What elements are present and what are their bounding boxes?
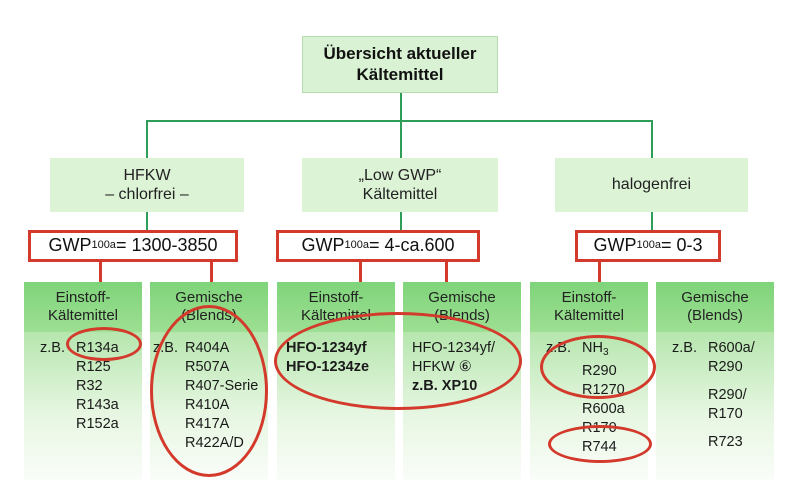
gwp-subscript: 100a [636, 239, 661, 252]
connector-root-down [400, 93, 402, 121]
example-prefix: z.B. [40, 340, 65, 356]
category-low-gwp-line1: „Low GWP“ [358, 166, 442, 184]
column-head-line1: Gemische [175, 289, 243, 306]
column-head-line2: Kältemittel [47, 307, 119, 324]
gwp-subscript: 100a [344, 239, 369, 252]
column-list-6: z.B. R600a/ R290 R290/ R170 R723 [672, 339, 772, 459]
refrigerant-item: R152a [76, 416, 119, 432]
highlight-ellipse-low-gwp [274, 312, 522, 410]
refrigerant-item: R600a/ [708, 340, 755, 356]
column-head-6: Gemische (Blends) [656, 282, 774, 332]
column-head-line2: Kältemittel [553, 307, 625, 324]
gwp-value: = 1300-3850 [115, 235, 218, 256]
highlight-ellipse-r744 [548, 425, 652, 463]
connector-cat1-to-gwp [146, 212, 148, 232]
gwp-label: GWP [593, 235, 637, 256]
root-title-line2: Kältemittel [356, 64, 444, 84]
column-head-5: Einstoff- Kältemittel [530, 282, 648, 332]
column-head-line1: Einstoff- [308, 289, 364, 306]
connector-cat1-down [146, 120, 148, 158]
category-hfkw: HFKW – chlorfrei – [50, 158, 244, 212]
highlight-ellipse-r134a [66, 327, 142, 361]
refrigerant-item: R290/ [708, 387, 747, 403]
example-prefix: z.B. [672, 340, 697, 356]
column-head-1: Einstoff- Kältemittel [24, 282, 142, 332]
connector-cat3-to-gwp [651, 212, 653, 232]
root-title-line1: Übersicht aktueller [323, 44, 477, 64]
connector-cat2-down [400, 120, 402, 158]
category-low-gwp: „Low GWP“ Kältemittel [302, 158, 498, 212]
refrigerant-item: R723 [708, 434, 743, 450]
highlight-ellipse-natural [540, 335, 656, 399]
refrigerant-item: R143a [76, 397, 119, 413]
column-head-line1: Einstoff- [55, 289, 111, 306]
root-box: Übersicht aktueller Kältemittel [302, 36, 498, 93]
category-hfkw-line1: HFKW [123, 166, 171, 184]
column-head-line1: Gemische [428, 289, 496, 306]
refrigerant-item: R125 [76, 359, 111, 375]
column-head-line1: Gemische [681, 289, 749, 306]
gwp-value: = 4-ca.600 [368, 235, 455, 256]
column-body-6 [656, 332, 774, 480]
category-halogenfrei-line1: halogenfrei [611, 176, 692, 194]
connector-cat2-to-gwp [400, 212, 402, 232]
connector-cat3-down [651, 120, 653, 158]
highlight-ellipse-blends [150, 305, 268, 477]
category-hfkw-line2: – chlorfrei – [105, 186, 189, 203]
gwp-label: GWP [48, 235, 92, 256]
refrigerant-item: R290 [708, 359, 743, 375]
refrigerant-item: R170 [708, 406, 743, 422]
column-head-line2: (Blends) [687, 307, 743, 324]
refrigerant-item: R600a [582, 401, 625, 417]
category-halogenfrei: halogenfrei [555, 158, 748, 212]
refrigerant-item: R32 [76, 378, 103, 394]
gwp-value: = 0-3 [660, 235, 703, 256]
column-head-line1: Einstoff- [561, 289, 617, 306]
gwp-subscript: 100a [91, 239, 116, 252]
connector-horizontal-top [146, 120, 652, 122]
gwp-label: GWP [301, 235, 345, 256]
category-low-gwp-line2: Kältemittel [362, 186, 438, 203]
